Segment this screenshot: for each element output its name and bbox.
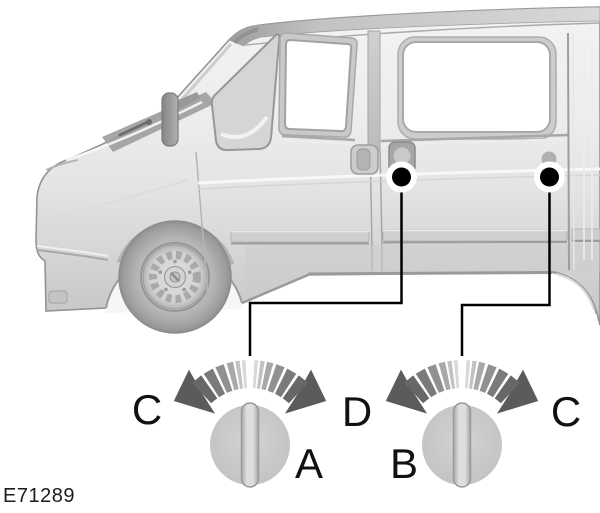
lug [182, 287, 186, 292]
bottom-edge [307, 271, 553, 276]
roof-front-shade [233, 27, 259, 44]
rocker-shade [245, 243, 600, 300]
rear-arch-hi [555, 273, 595, 311]
side-mirror [161, 92, 200, 147]
door-window [283, 38, 353, 133]
rear-panel-streaks [583, 45, 593, 260]
door-bottom-diagonal [241, 273, 309, 305]
lug [158, 270, 163, 275]
rear-seam [567, 32, 570, 271]
quarter-window-highlight [220, 115, 269, 140]
position-label-left-dial-c: C [132, 386, 162, 433]
hub-slot [170, 272, 180, 282]
nose-crease [41, 179, 189, 221]
belt-trim-rear [380, 133, 569, 143]
callout-dot-icon [540, 167, 559, 187]
callout-left [248, 161, 417, 356]
rim-slots [149, 251, 201, 303]
bumper-highlight [36, 245, 109, 257]
callout-dot-icon [392, 167, 411, 187]
figure-code: E71289 [3, 485, 75, 507]
position-label-left-dial-a: A [295, 440, 323, 487]
callout-line-right [460, 185, 551, 356]
front-door-handle [350, 144, 379, 175]
van-roof [228, 6, 600, 47]
callout-line-left [248, 185, 403, 356]
position-label-right-dial-b: B [390, 440, 418, 487]
belt-trim-front [281, 134, 356, 142]
position-label-right-dial-d: D [342, 388, 372, 435]
rear-seam-hi [572, 32, 575, 271]
hood-highlight [65, 100, 203, 162]
lug [173, 259, 177, 264]
b-pillar [367, 30, 381, 151]
bumper-top-edge [36, 249, 109, 261]
fog-lamp-recess [48, 290, 68, 304]
callout-right [460, 161, 565, 356]
lug [164, 287, 168, 292]
sliding-door-window [402, 41, 551, 133]
van-illustration [35, 6, 600, 334]
wiper-icon [118, 119, 152, 137]
wiper-pivot [146, 119, 152, 125]
position-label-right-dial-c: C [551, 388, 581, 435]
rim-ring [146, 248, 204, 306]
tire-bead [140, 242, 210, 312]
door-leading-seam [195, 151, 209, 298]
belt-trim-front-hi [281, 139, 356, 145]
headlamp-line [45, 159, 79, 171]
lug [187, 270, 192, 275]
front-wheel [105, 220, 243, 334]
side-molding [230, 228, 600, 245]
